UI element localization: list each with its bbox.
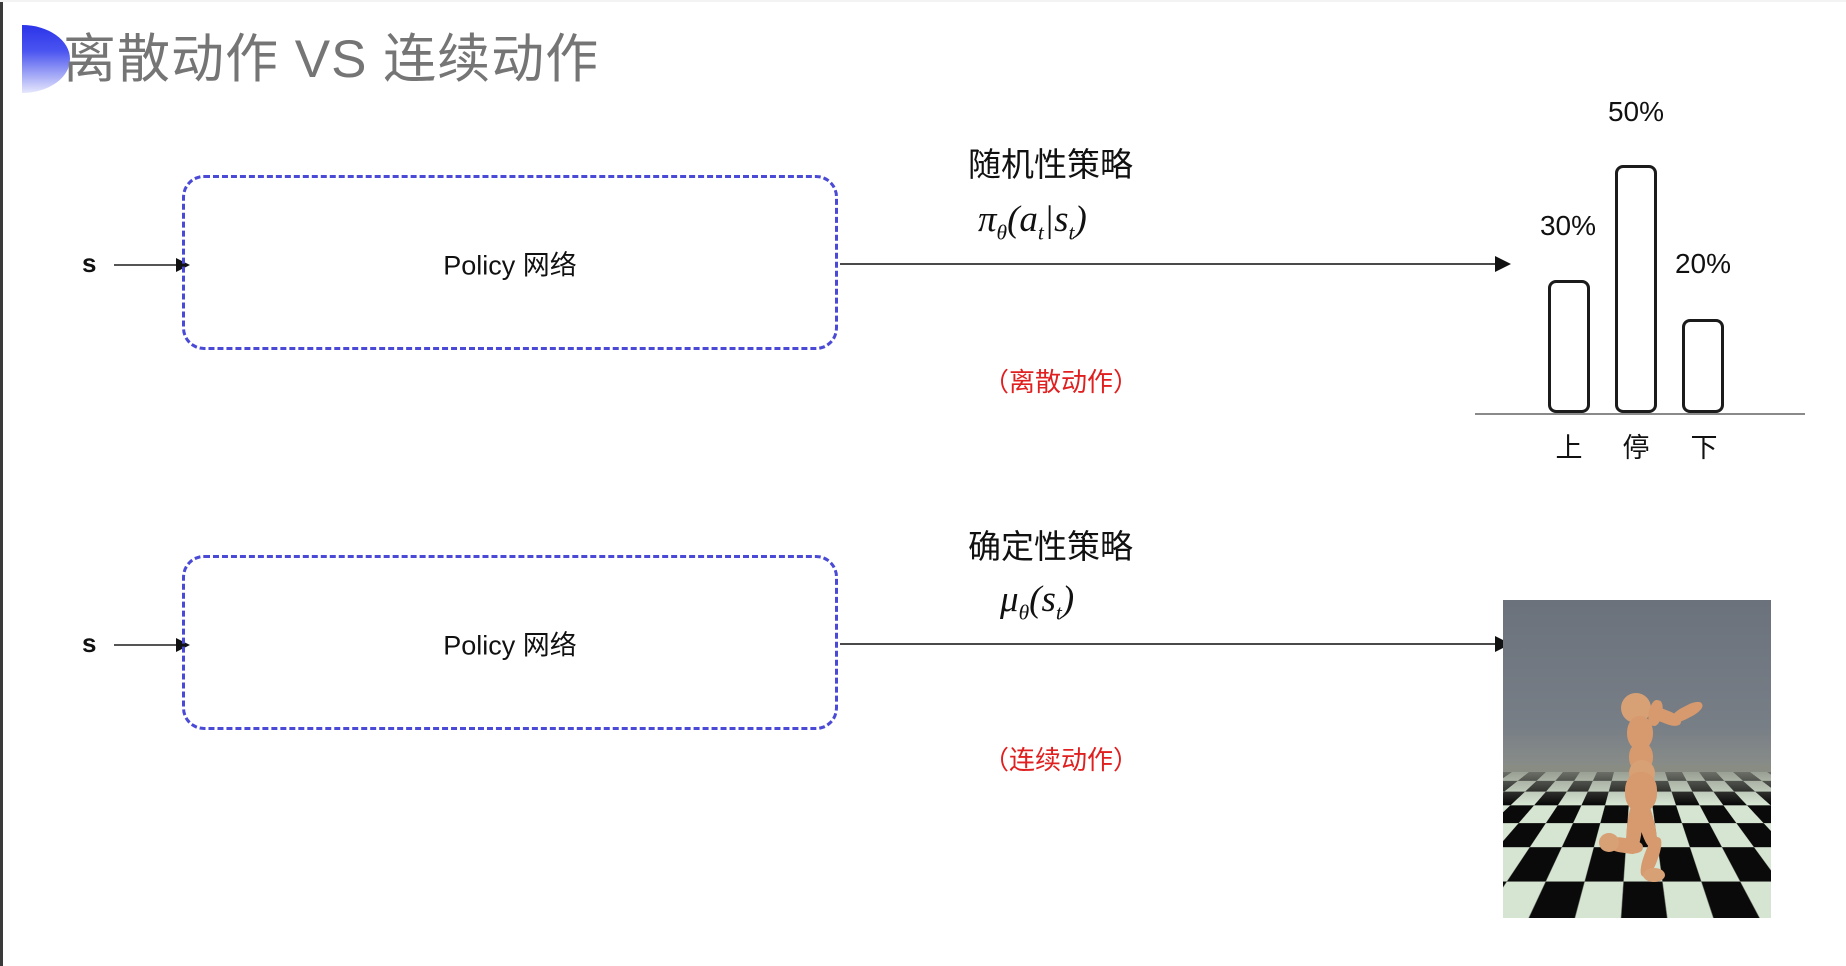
policy-network-label-discrete: Policy 网络 bbox=[443, 250, 577, 280]
formula-state-symbol-2: s bbox=[1041, 579, 1056, 620]
output-arrow-continuous bbox=[840, 636, 1511, 652]
formula-action-symbol: a bbox=[1019, 199, 1038, 240]
video-frame-left-edge bbox=[0, 0, 3, 966]
bar-value-up: 30% bbox=[1539, 210, 1597, 241]
formula-state-symbol: s bbox=[1054, 199, 1069, 240]
bar-up bbox=[1548, 280, 1590, 413]
state-input-label-discrete: s bbox=[82, 248, 97, 278]
policy-network-label-continuous: Policy 网络 bbox=[443, 630, 577, 660]
bar-category-down: 下 bbox=[1690, 433, 1718, 463]
video-frame-top-edge bbox=[0, 0, 1846, 2]
policy-network-box-continuous[interactable]: Policy 网络 bbox=[182, 555, 838, 730]
bar-category-stop: 停 bbox=[1622, 433, 1650, 463]
bar-value-stop: 50% bbox=[1607, 96, 1665, 127]
bar-value-down: 20% bbox=[1674, 248, 1732, 279]
output-arrow-discrete bbox=[840, 256, 1511, 272]
action-note-continuous: （连续动作） bbox=[983, 745, 1140, 775]
state-input-label-continuous: s bbox=[82, 628, 97, 658]
policy-kind-discrete: 随机性策略 bbox=[968, 146, 1133, 183]
humanoid-foot-front bbox=[1643, 868, 1665, 882]
formula-close-paren: ) bbox=[1074, 199, 1087, 240]
humanoid-simulation-image bbox=[1503, 600, 1771, 918]
page-title: 离散动作 VS 连续动作 bbox=[63, 30, 600, 89]
discrete-action-bar-chart: 30% 上 50% 停 20% 下 bbox=[1470, 96, 1810, 463]
formula-open-paren-2: ( bbox=[1029, 579, 1042, 620]
humanoid-foot-back bbox=[1599, 833, 1619, 852]
formula-close-paren-2: ) bbox=[1061, 579, 1075, 620]
input-arrow-discrete bbox=[114, 258, 190, 272]
policy-kind-continuous: 确定性策略 bbox=[968, 528, 1133, 565]
formula-theta-sub: θ bbox=[996, 220, 1008, 245]
formula-state-sub-2: t bbox=[1055, 600, 1062, 625]
formula-mu-symbol: μ bbox=[1000, 579, 1019, 620]
formula-state-sub: t bbox=[1068, 220, 1075, 245]
action-note-discrete: （离散动作） bbox=[983, 367, 1140, 397]
bar-stop bbox=[1615, 165, 1657, 413]
policy-formula-continuous: μθ(st) bbox=[1000, 578, 1074, 625]
bar-down bbox=[1682, 319, 1724, 413]
formula-pi-symbol: π bbox=[978, 199, 997, 240]
input-arrow-continuous bbox=[114, 638, 190, 652]
formula-action-sub: t bbox=[1037, 220, 1044, 245]
formula-conditional-bar: | bbox=[1043, 199, 1055, 240]
bar-category-up: 上 bbox=[1555, 433, 1583, 463]
policy-network-box-discrete[interactable]: Policy 网络 bbox=[182, 175, 838, 350]
formula-theta-sub-2: θ bbox=[1018, 600, 1030, 625]
formula-open-paren: ( bbox=[1007, 199, 1020, 240]
policy-formula-discrete: πθ(at|st) bbox=[978, 198, 1087, 245]
chart-baseline-axis bbox=[1475, 413, 1805, 415]
